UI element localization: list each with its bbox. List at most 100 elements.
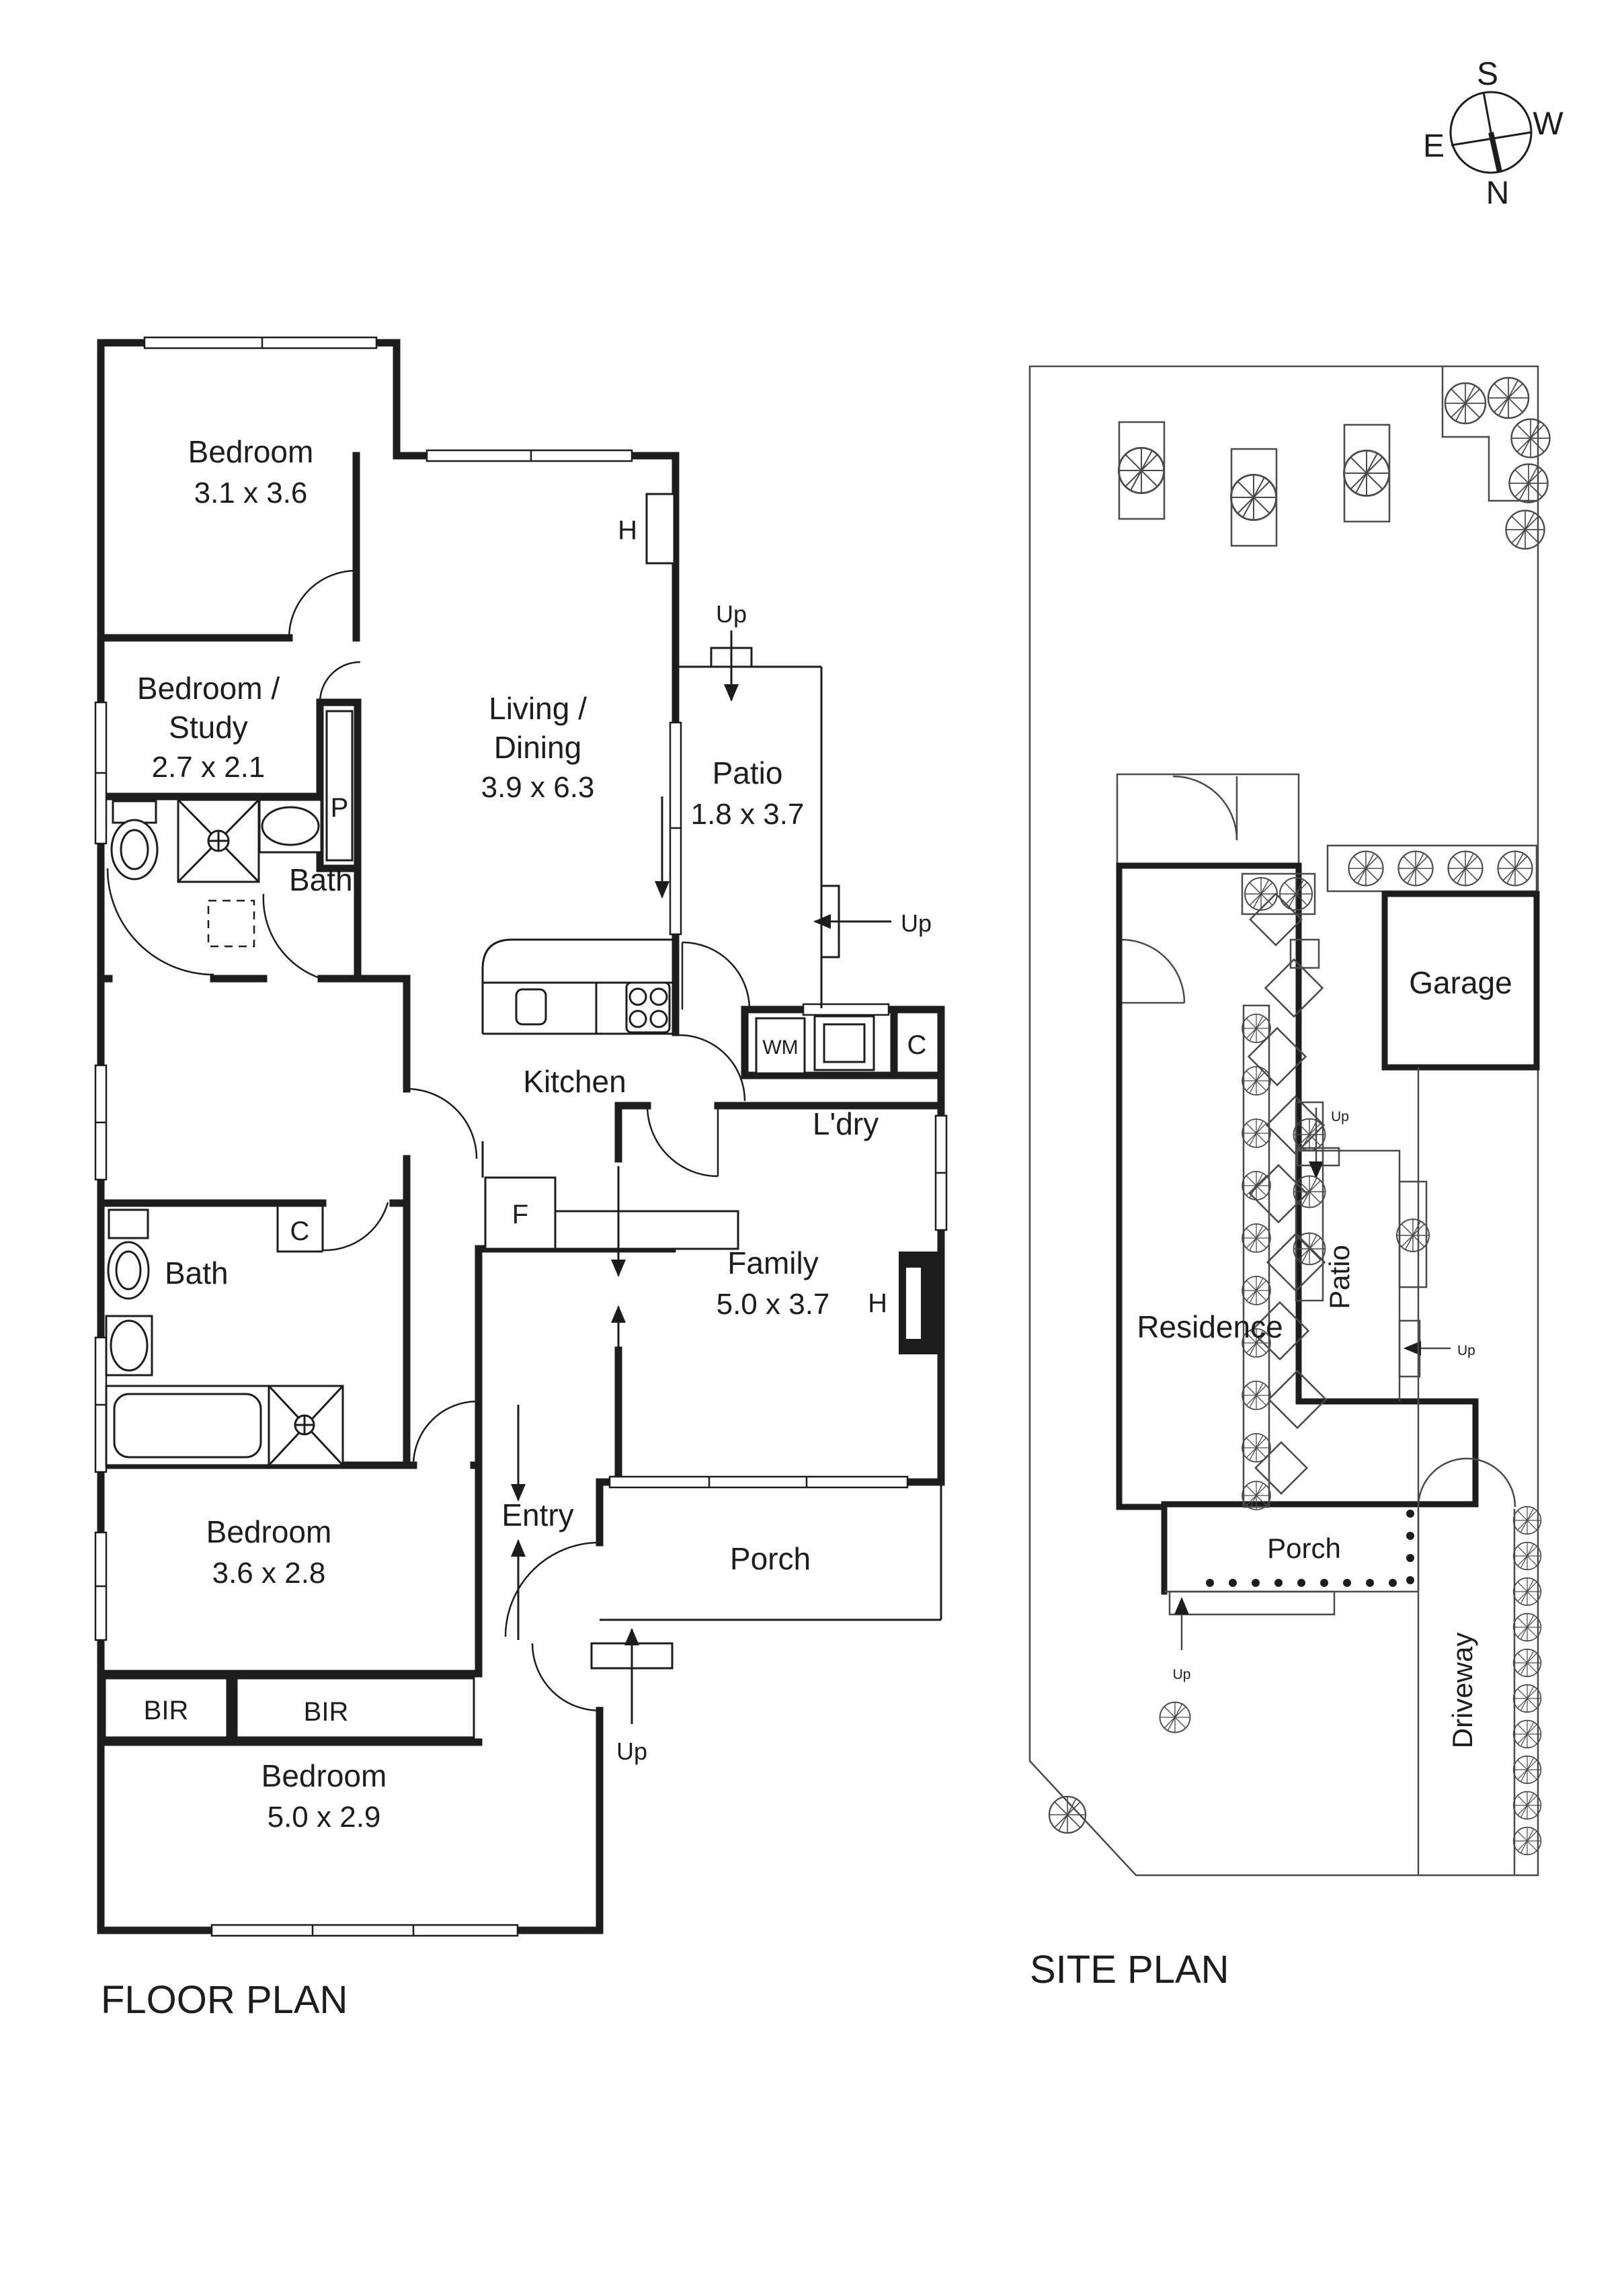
laundry-side-window	[934, 1114, 948, 1231]
compass-south-needle	[1482, 91, 1492, 133]
site-corner-bed	[1441, 366, 1538, 502]
bedroom2b-door-arc	[406, 1088, 478, 1159]
bir-left-box	[104, 1677, 229, 1739]
site-plan: Garage Residence Patio Porch Driveway Up…	[1028, 365, 1551, 1877]
floor-plan-doors	[106, 569, 751, 1712]
cooktop	[625, 981, 671, 1034]
living-patio-window	[669, 721, 682, 936]
family-window	[608, 1475, 909, 1489]
floor-plan-labels: Bedroom 3.1 x 3.6 Bedroom / Study 2.7 x …	[137, 434, 932, 1834]
heater-family-label: H	[868, 1288, 887, 1318]
bath1-basin	[258, 798, 323, 854]
bathtub	[105, 1385, 270, 1467]
bedroom3-dims: 5.0 x 2.9	[268, 1801, 381, 1834]
patio-dims: 1.8 x 3.7	[691, 798, 805, 831]
residence-walls	[1116, 862, 1479, 1595]
bath-cupboard-label: C	[290, 1217, 310, 1246]
laundry-window	[802, 1003, 890, 1016]
bath2-door-arc	[322, 1202, 389, 1252]
garage	[1326, 844, 1540, 1071]
heater-living-label: H	[618, 516, 637, 545]
garden-path	[1241, 872, 1328, 1510]
up-patio-top-label: Up	[716, 600, 747, 628]
bath2-basin	[105, 1315, 153, 1377]
interior-walls	[97, 452, 945, 1746]
pantry-label: P	[331, 793, 349, 823]
laundry-trough	[813, 1015, 875, 1071]
garage-walls	[1381, 891, 1540, 1071]
site-patio-label: Patio	[1324, 1245, 1355, 1309]
pantry-shelf	[325, 710, 354, 862]
site-patio	[1296, 1108, 1451, 1401]
path-planter	[1289, 938, 1320, 969]
living-label-1: Living /	[489, 691, 587, 726]
washing-machine-label: WM	[762, 1036, 798, 1059]
bath1-shower	[177, 798, 260, 883]
family-dims: 5.0 x 3.7	[717, 1288, 830, 1321]
fridge-label: F	[512, 1200, 528, 1229]
bedroom1-window	[143, 336, 378, 350]
study-window	[94, 701, 108, 845]
study-dims: 2.7 x 2.1	[152, 751, 266, 784]
residence	[1116, 773, 1479, 1595]
bedroom2-label: Bedroom	[206, 1514, 332, 1549]
compass-east-label: E	[1423, 128, 1445, 164]
up-patio-side-label: Up	[901, 909, 932, 937]
entry-label: Entry	[501, 1498, 573, 1532]
washing-machine-box	[755, 1017, 806, 1075]
bedroom2b-window	[94, 1531, 108, 1641]
bedroom1-label: Bedroom	[188, 434, 314, 469]
heater-living-unit	[645, 493, 676, 565]
heater-family-unit	[899, 1252, 941, 1354]
bedroom3-window	[210, 1924, 519, 1937]
bath1-left-door-arc	[106, 868, 214, 976]
study-label-1: Bedroom /	[137, 671, 280, 706]
bedroom2-door	[412, 1400, 479, 1466]
compass-south-label: S	[1477, 56, 1498, 92]
site-driveway-label: Driveway	[1447, 1633, 1478, 1749]
compass-circle	[1449, 91, 1533, 174]
driveway	[1417, 1067, 1542, 1875]
driveway-gates	[1417, 1457, 1516, 1508]
family-label: Family	[727, 1245, 818, 1280]
site-garage-label: Garage	[1409, 965, 1512, 1000]
compass-ew-needle	[1451, 131, 1531, 147]
bir-left-label: BIR	[144, 1696, 189, 1725]
up-front-step-label: Up	[616, 1737, 647, 1765]
study-door-arc	[319, 661, 361, 703]
residence-west-door-arc	[1121, 938, 1186, 1004]
patio-label: Patio	[713, 755, 783, 790]
bath1-label: Bath	[289, 862, 353, 897]
compass-west-label: W	[1533, 106, 1564, 142]
compass-north-label: N	[1486, 175, 1510, 211]
bath1-toilet	[110, 800, 159, 880]
bath1-floor-waste	[207, 899, 255, 948]
bedroom1-door-arc	[288, 569, 357, 639]
patio-door	[681, 941, 751, 1010]
site-up-patio-side: Up	[1457, 1343, 1475, 1358]
bir-right-box	[235, 1677, 475, 1739]
bath2-shower	[268, 1385, 344, 1467]
site-up-porch: Up	[1173, 1667, 1191, 1682]
site-porch-label: Porch	[1267, 1532, 1341, 1564]
patio-outline	[678, 665, 823, 1008]
front-door-arc	[531, 1643, 600, 1712]
bedroom2-dims: 3.6 x 2.8	[212, 1557, 326, 1590]
kitchen-hall-door-arc	[678, 1034, 746, 1102]
family-door	[646, 1105, 719, 1178]
living-dims: 3.9 x 6.3	[481, 771, 595, 804]
path-shrub-strip-left	[1242, 1004, 1271, 1510]
annex-door-arc	[1172, 775, 1238, 841]
floor-plan-fixtures	[104, 493, 942, 1739]
kitchen-sink	[515, 988, 547, 1026]
kitchen-bench	[481, 938, 672, 1035]
site-porch-step	[1168, 1590, 1336, 1616]
porch-outline	[600, 1482, 942, 1621]
path-shrub-strip-right	[1293, 1101, 1326, 1302]
floor-plan-windows	[94, 336, 948, 1937]
bir-right-label: BIR	[304, 1697, 349, 1727]
street-trees	[1118, 376, 1551, 550]
laundry-label: L'dry	[813, 1106, 879, 1141]
